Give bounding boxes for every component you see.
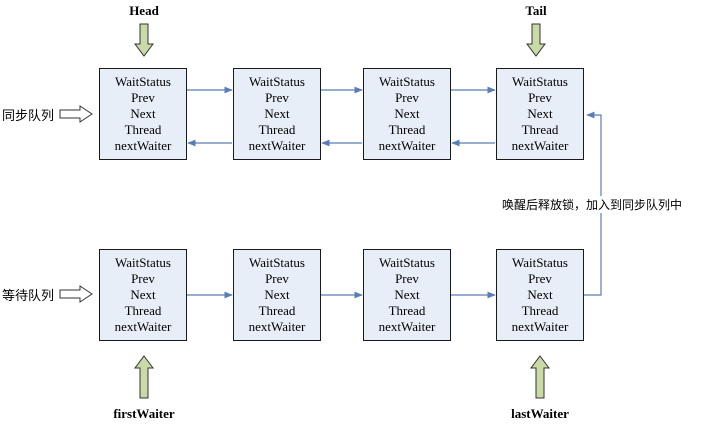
head-pointer-arrow <box>134 23 154 57</box>
transfer-label: 唤醒后释放锁，加入到同步队列中 <box>502 196 683 213</box>
field-next-waiter: nextWaiter <box>114 319 172 334</box>
field-next: Next <box>527 106 553 121</box>
field-next-waiter: nextWaiter <box>248 319 306 334</box>
last-waiter-pointer-arrow <box>530 355 550 399</box>
field-thread: Thread <box>258 122 296 137</box>
field-next: Next <box>130 287 156 302</box>
first-waiter-pointer-arrow <box>134 355 154 399</box>
field-thread: Thread <box>124 303 162 318</box>
field-wait-status: WaitStatus <box>248 255 305 270</box>
field-prev: Prev <box>395 271 419 286</box>
last-waiter-label: lastWaiter <box>511 406 569 421</box>
field-prev: Prev <box>265 90 289 105</box>
tail-pointer-arrow <box>526 23 546 57</box>
field-next: Next <box>394 287 420 302</box>
condition-queue-label: 等待队列 <box>2 289 55 304</box>
sync-queue-label: 同步队列 <box>2 109 55 124</box>
field-thread: Thread <box>388 303 426 318</box>
field-thread: Thread <box>521 303 559 318</box>
field-wait-status: WaitStatus <box>511 74 568 89</box>
field-prev: Prev <box>528 90 552 105</box>
field-next-waiter: nextWaiter <box>248 138 306 153</box>
field-thread: Thread <box>124 122 162 137</box>
field-prev: Prev <box>265 271 289 286</box>
field-next-waiter: nextWaiter <box>114 138 172 153</box>
condition-node-2: WaitStatus Prev Next Thread nextWaiter <box>233 249 321 341</box>
field-wait-status: WaitStatus <box>248 74 305 89</box>
field-thread: Thread <box>521 122 559 137</box>
field-next: Next <box>264 287 290 302</box>
field-next-waiter: nextWaiter <box>378 319 436 334</box>
field-prev: Prev <box>395 90 419 105</box>
field-next: Next <box>527 287 553 302</box>
field-next: Next <box>130 106 156 121</box>
condition-queue-pointer-arrow <box>59 285 93 303</box>
head-label: Head <box>129 3 159 18</box>
field-thread: Thread <box>258 303 296 318</box>
field-wait-status: WaitStatus <box>511 255 568 270</box>
sync-node-1: WaitStatus Prev Next Thread nextWaiter <box>99 68 187 160</box>
tail-label: Tail <box>525 3 547 18</box>
field-prev: Prev <box>528 271 552 286</box>
field-prev: Prev <box>131 90 155 105</box>
sync-node-2: WaitStatus Prev Next Thread nextWaiter <box>233 68 321 160</box>
field-next-waiter: nextWaiter <box>378 138 436 153</box>
field-wait-status: WaitStatus <box>114 255 171 270</box>
first-waiter-label: firstWaiter <box>113 406 175 421</box>
field-next: Next <box>264 106 290 121</box>
field-wait-status: WaitStatus <box>114 74 171 89</box>
condition-node-4: WaitStatus Prev Next Thread nextWaiter <box>496 249 584 341</box>
condition-node-1: WaitStatus Prev Next Thread nextWaiter <box>99 249 187 341</box>
sync-queue-pointer-arrow <box>59 105 93 123</box>
field-thread: Thread <box>388 122 426 137</box>
field-next-waiter: nextWaiter <box>511 319 569 334</box>
field-next: Next <box>394 106 420 121</box>
sync-node-3: WaitStatus Prev Next Thread nextWaiter <box>363 68 451 160</box>
field-wait-status: WaitStatus <box>378 74 435 89</box>
field-prev: Prev <box>131 271 155 286</box>
field-wait-status: WaitStatus <box>378 255 435 270</box>
field-next-waiter: nextWaiter <box>511 138 569 153</box>
sync-node-4: WaitStatus Prev Next Thread nextWaiter <box>496 68 584 160</box>
condition-node-3: WaitStatus Prev Next Thread nextWaiter <box>363 249 451 341</box>
